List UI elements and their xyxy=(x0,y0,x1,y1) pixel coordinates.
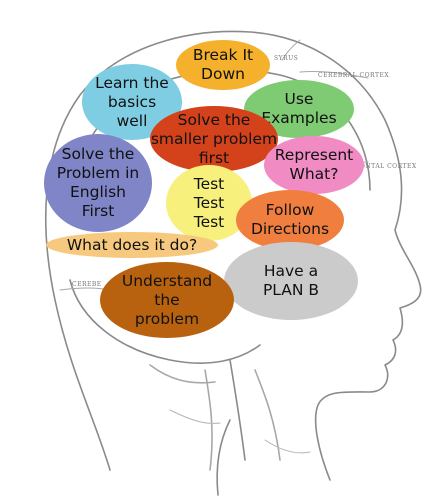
bubble-have-a-plan-b: Have a PLAN B xyxy=(224,242,358,320)
bubble-break-it-down: Break It Down xyxy=(176,40,270,90)
neck-outline xyxy=(216,419,231,496)
sketch-label-left-lobe: CEREBE xyxy=(72,281,102,288)
sketch-label-top: SYRUS xyxy=(274,55,298,62)
bubble-follow-directions: Follow Directions xyxy=(236,190,344,250)
cerebellum-arc xyxy=(69,279,261,364)
bubble-solve-in-english: Solve the Problem in English First xyxy=(44,134,152,232)
bubble-what-does-it-do: What does it do? xyxy=(46,232,218,258)
bubble-understand-the-problem: Understand the problem xyxy=(100,262,234,338)
bubble-use-examples: Use Examples xyxy=(244,80,354,138)
sketch-label-cerebral-cortex: CEREBRAL CORTEX xyxy=(318,72,389,79)
brainstem-line xyxy=(229,359,246,461)
sketch-label-frontal-cortex: ONTAL CORTEX xyxy=(360,163,417,170)
bubble-solve-smaller-problem: Solve the smaller problem first xyxy=(150,106,278,172)
bubble-represent-what: Represent What? xyxy=(264,136,364,194)
bubble-test-test-test: Test Test Test xyxy=(166,165,252,241)
